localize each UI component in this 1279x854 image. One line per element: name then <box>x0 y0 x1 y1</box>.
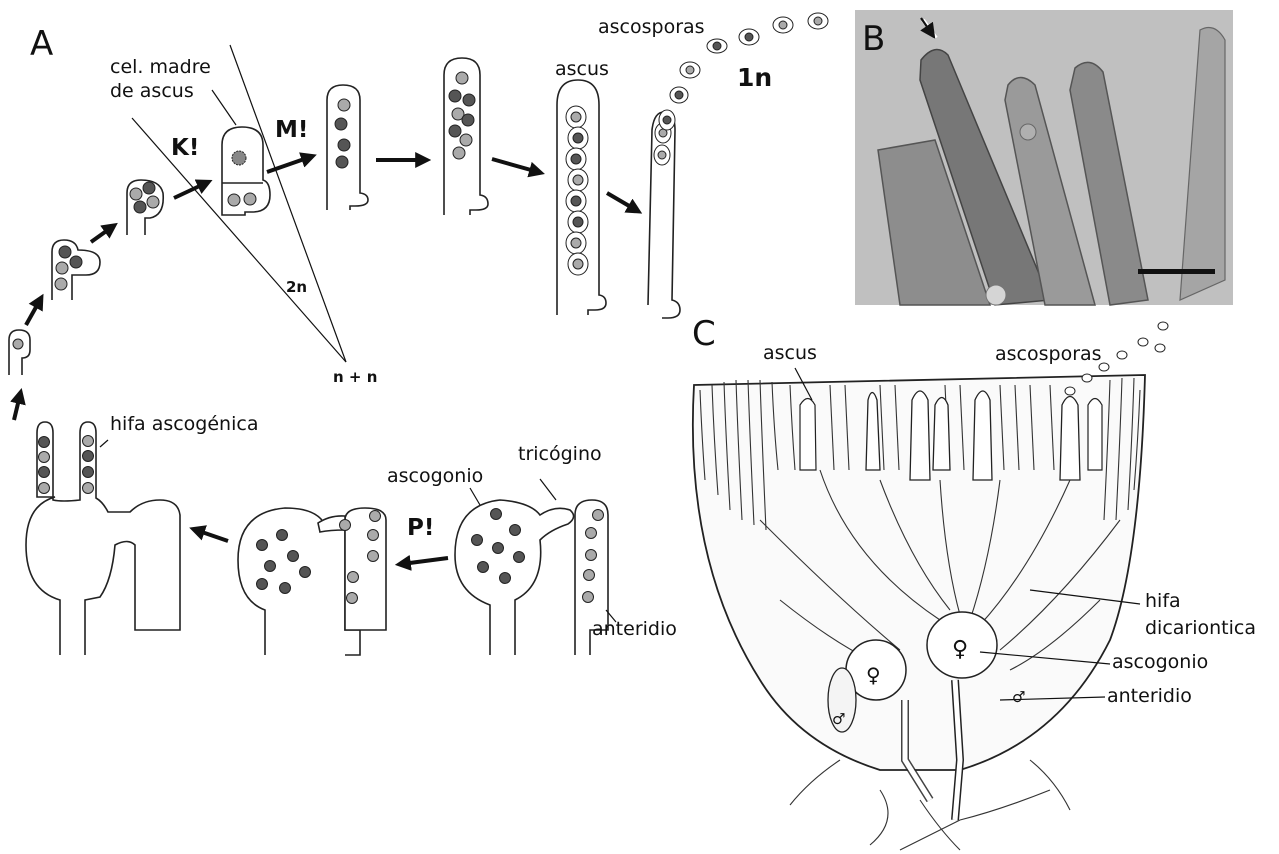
tricogino-label: tricógino <box>518 443 602 465</box>
ascus-meiosis-stage <box>327 85 368 210</box>
ascus-label-c: ascus <box>763 342 817 364</box>
ascogenous-hypha-stage <box>26 422 180 655</box>
female-symbol-1: ♀ <box>952 637 968 662</box>
karyogamy-label: K! <box>171 135 199 161</box>
ploidy-2n-label: 2n <box>286 278 307 296</box>
ascosporas-label-a: ascosporas <box>598 16 705 38</box>
ascus-mother-cell <box>212 90 270 215</box>
panel-c: C <box>692 314 1256 850</box>
ascosporas-label-c: ascosporas <box>995 343 1102 365</box>
ascus-label-a: ascus <box>555 58 609 80</box>
panel-label-b: B <box>862 19 885 59</box>
crozier-stage-3 <box>127 180 163 235</box>
mature-ascus <box>557 80 606 315</box>
cel-madre-label-2: de ascus <box>110 80 194 102</box>
discharging-ascus <box>648 112 680 318</box>
cel-madre-label-1: cel. madre <box>110 56 211 78</box>
anteridio-label-c: anteridio <box>1107 685 1192 707</box>
basal-hyphae <box>790 760 1070 850</box>
haploid-1n-label: 1n <box>737 63 772 92</box>
hifa-label-1: hifa <box>1145 590 1181 612</box>
plasmogamy-label: P! <box>407 515 434 541</box>
ascogonio-label-a: ascogonio <box>387 465 483 487</box>
panel-label-c: C <box>692 314 716 354</box>
hifa-ascogenica-label: hifa ascogénica <box>110 413 258 435</box>
male-symbol-1: ♂ <box>832 710 845 728</box>
ascus-mitosis-stage <box>444 58 488 215</box>
panel-label-a: A <box>30 24 53 64</box>
female-symbol-2: ♀ <box>866 663 881 687</box>
hifa-label-2: dicariontica <box>1145 617 1256 639</box>
male-symbol-2: ♂ <box>1012 688 1025 706</box>
crozier-stage-2 <box>52 240 100 300</box>
anteridio-label-a: anteridio <box>592 618 677 640</box>
scale-bar <box>1138 269 1215 274</box>
meiosis-label: M! <box>275 117 308 143</box>
ascogonio-label-c: ascogonio <box>1112 651 1208 673</box>
crozier-stage-1 <box>9 330 30 375</box>
ploidy-nn-label: n + n <box>333 368 377 386</box>
plasmogamy-stage <box>238 508 386 655</box>
panel-b-micrograph: B <box>855 10 1233 305</box>
